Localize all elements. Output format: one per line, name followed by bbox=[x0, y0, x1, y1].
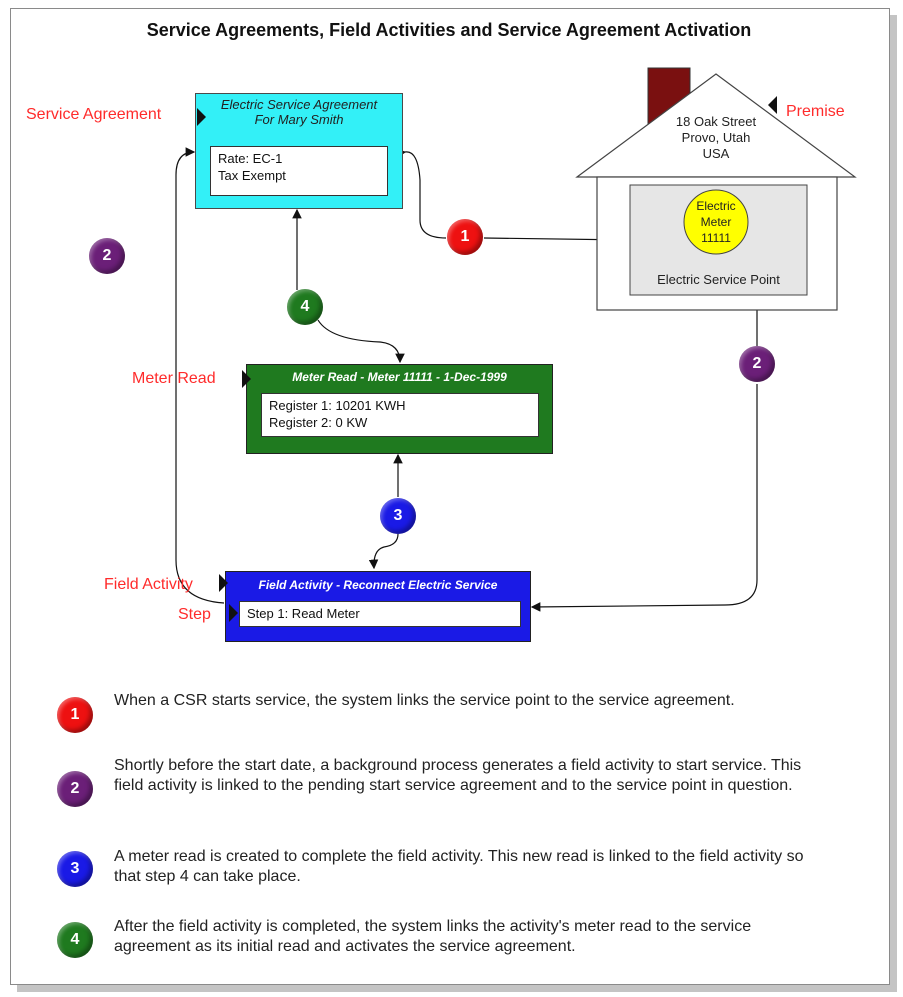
service-agreement-title: Electric Service Agreement For Mary Smit… bbox=[196, 97, 402, 127]
meter-read-details: Register 1: 10201 KWH Register 2: 0 KW bbox=[261, 393, 539, 437]
service-agreement-rate: Rate: EC-1 bbox=[218, 151, 283, 166]
connector-circle3-to-field-activity bbox=[368, 533, 399, 570]
step-marker bbox=[229, 604, 238, 622]
service-agreement-label: Service Agreement bbox=[26, 106, 162, 123]
field-activity-label: Field Activity bbox=[104, 576, 193, 593]
meter-read-label: Meter Read bbox=[132, 370, 216, 387]
marker-1-circle: 1 bbox=[447, 219, 483, 255]
electric-meter-line2: Meter bbox=[700, 215, 732, 229]
marker-2-right-circle: 2 bbox=[739, 346, 775, 382]
connector-circle4-to-meter-read bbox=[317, 319, 405, 364]
meter-read-register2: Register 2: 0 KW bbox=[269, 415, 368, 430]
premise-address-line2: Provo, Utah bbox=[681, 130, 751, 145]
electric-meter bbox=[683, 189, 749, 255]
note-3-number: 3 bbox=[57, 851, 93, 887]
meter-read-title: Meter Read - Meter 11111 - 1-Dec-1999 bbox=[292, 370, 507, 384]
premise-label: Premise bbox=[786, 103, 845, 120]
marker-3-circle: 3 bbox=[380, 498, 416, 534]
diagram-title: Service Agreements, Field Activities and… bbox=[146, 20, 752, 40]
connector-field-activity-to-sa bbox=[175, 147, 225, 604]
note-4-number: 4 bbox=[57, 922, 93, 958]
electric-meter-line1: Electric bbox=[696, 199, 736, 213]
marker-4-circle: 4 bbox=[287, 289, 323, 325]
field-activity-marker bbox=[219, 574, 228, 592]
step-label: Step bbox=[178, 606, 211, 623]
field-activity-title: Field Activity - Reconnect Electric Serv… bbox=[258, 578, 498, 592]
premise-address: 18 Oak Street Provo, Utah USA bbox=[656, 114, 776, 162]
meter-read-box: Meter Read - Meter 11111 - 1-Dec-1999 Re… bbox=[246, 364, 553, 454]
note-2-number: 2 bbox=[57, 771, 93, 807]
service-agreement-box: Electric Service Agreement For Mary Smit… bbox=[195, 93, 403, 209]
electric-meter-line3: 11111 bbox=[701, 231, 731, 245]
note-2-text: Shortly before the start date, a backgro… bbox=[114, 757, 802, 794]
service-agreement-tax: Tax Exempt bbox=[218, 168, 286, 183]
note-1-number: 1 bbox=[57, 697, 93, 733]
premise-address-line1: 18 Oak Street bbox=[675, 114, 757, 129]
field-activity-step: Step 1: Read Meter bbox=[239, 601, 521, 627]
meter-read-register1: Register 1: 10201 KWH bbox=[269, 398, 406, 413]
electric-meter-label: Electric Meter 11111 bbox=[684, 198, 748, 246]
service-point-label: Electric Service Point bbox=[657, 272, 780, 287]
premise-address-line3: USA bbox=[702, 146, 730, 161]
marker-2-left-circle: 2 bbox=[89, 238, 125, 274]
service-agreement-details: Rate: EC-1 Tax Exempt bbox=[210, 146, 388, 196]
note-4-text: After the field activity is completed, t… bbox=[114, 918, 752, 955]
service-agreement-title-line2: For Mary Smith bbox=[254, 112, 344, 127]
note-1-text: When a CSR starts service, the system li… bbox=[114, 692, 735, 709]
connector-sa-to-service-point bbox=[395, 148, 447, 239]
service-agreement-title-line1: Electric Service Agreement bbox=[220, 97, 378, 112]
note-3-text: A meter read is created to complete the … bbox=[114, 848, 804, 885]
field-activity-box: Field Activity - Reconnect Electric Serv… bbox=[225, 571, 531, 642]
premise-marker bbox=[768, 96, 777, 114]
service-agreement-marker bbox=[197, 108, 206, 126]
connector-circle2-to-field-activity bbox=[530, 384, 758, 612]
meter-read-marker bbox=[242, 370, 251, 388]
